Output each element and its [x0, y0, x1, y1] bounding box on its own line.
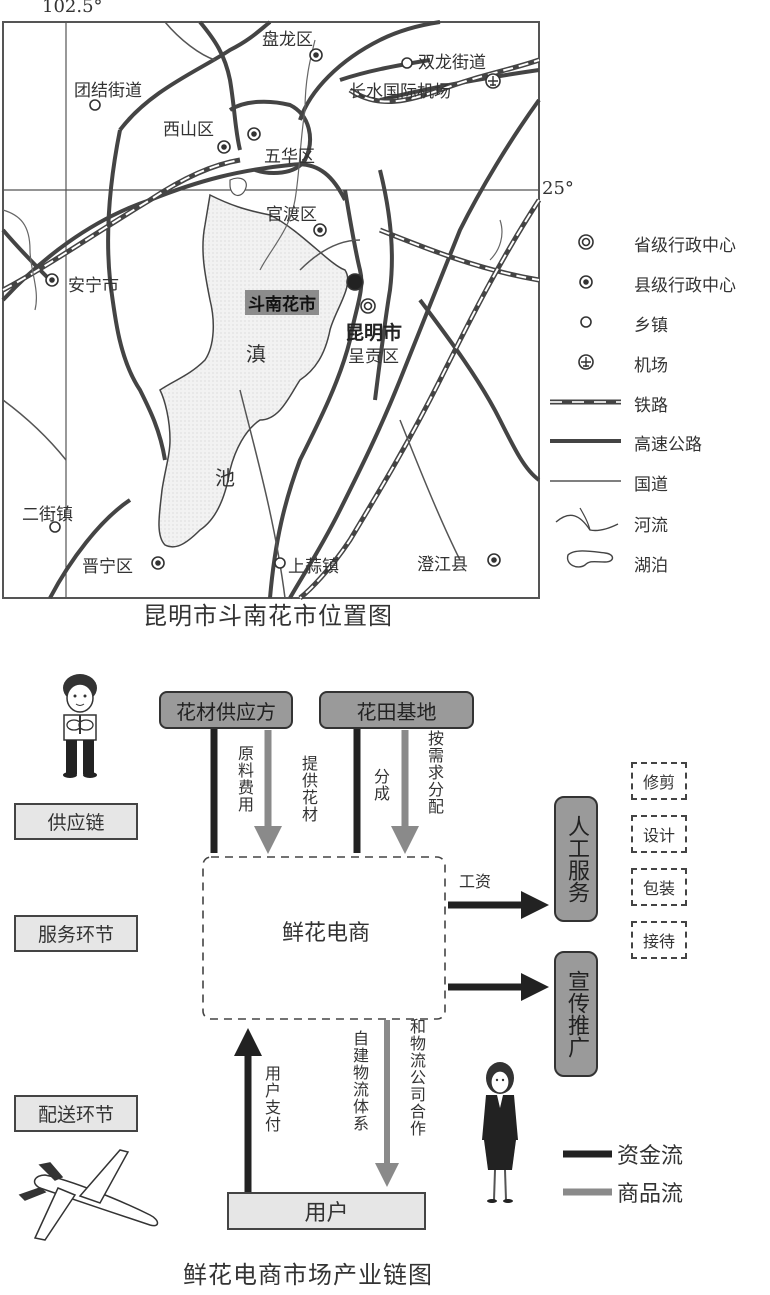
legend-money-flow: 资金流	[617, 1144, 684, 1169]
label-service-stage: 服务环节	[14, 915, 138, 952]
expressways	[1, 20, 541, 599]
national-roads	[2, 21, 461, 599]
place-guandu: 官渡区	[266, 205, 317, 225]
provincial-center-icon	[578, 234, 594, 250]
promotion-box: 宣传推广	[554, 951, 598, 1077]
flow-label-raw-cost: 原料费用	[235, 745, 254, 813]
lake-label-dian: 滇	[246, 342, 266, 366]
legend-label: 河流	[634, 516, 668, 536]
town-icon	[274, 557, 286, 569]
flow-label-self-logistics: 自建物流体系	[350, 1030, 369, 1132]
town-icon	[89, 99, 101, 111]
ecommerce-box-border	[202, 856, 446, 1020]
legend-label: 乡镇	[634, 316, 668, 336]
supplier-person-illustration	[63, 674, 97, 778]
small-lake	[229, 177, 247, 197]
place-wuhua: 五华区	[264, 147, 315, 167]
service-reception: 接待	[631, 921, 687, 959]
county-center-icon	[45, 273, 59, 287]
flow-label-partner-logistics: 和物流公司合作	[407, 1018, 426, 1137]
flow-label-user-payment: 用户支付	[262, 1065, 281, 1133]
airport-icon	[578, 354, 594, 370]
place-tuanjie: 团结街道	[74, 81, 142, 101]
legend-goods-flow: 商品流	[617, 1182, 684, 1207]
flower-supplier-box: 花材供应方	[159, 691, 293, 729]
county-center-icon	[151, 556, 165, 570]
provincial-center-icon	[360, 298, 376, 314]
legend-label: 机场	[634, 356, 668, 376]
map-legend-symbols	[550, 234, 621, 568]
place-panlong: 盘龙区	[262, 30, 313, 50]
place-shuanglong: 双龙街道	[418, 53, 486, 73]
airplane-illustration	[18, 1149, 159, 1241]
town-icon	[49, 521, 61, 533]
place-shangsuan: 上蒜镇	[288, 557, 339, 577]
airport-icon	[485, 73, 501, 89]
place-erjie: 二街镇	[22, 505, 73, 525]
legend-label: 国道	[634, 475, 668, 495]
town-icon	[580, 316, 592, 328]
label-supply-chain: 供应链	[14, 803, 138, 840]
railways	[1, 57, 542, 600]
latitude-label: 25°	[542, 178, 574, 199]
county-center-icon	[313, 223, 327, 237]
customer-person-illustration	[482, 1062, 518, 1203]
county-center-icon	[247, 127, 261, 141]
chain-caption: 鲜花电商市场产业链图	[183, 1261, 433, 1289]
flow-label-provide-flowers: 提供花材	[299, 755, 318, 823]
rivers	[2, 39, 503, 311]
town-icon	[401, 57, 413, 69]
legend-label: 省级行政中心	[634, 236, 736, 256]
flow-label-wage: 工资	[459, 872, 492, 891]
label-delivery-stage: 配送环节	[14, 1095, 138, 1132]
river-icon	[555, 507, 619, 532]
service-design: 设计	[631, 815, 687, 853]
place-dounan-flower-market: 斗南花市	[245, 290, 319, 315]
legend-label: 县级行政中心	[634, 276, 736, 296]
flow-label-on-demand: 按需求分配	[425, 730, 444, 815]
legend-label: 高速公路	[634, 435, 702, 455]
county-center-icon	[579, 275, 593, 289]
flower-farm-box: 花田基地	[319, 691, 474, 729]
legend-label: 湖泊	[634, 556, 668, 576]
map-caption: 昆明市斗南花市位置图	[143, 602, 393, 630]
place-chengjiang: 澄江县	[417, 555, 468, 575]
service-trimming: 修剪	[631, 762, 687, 800]
map-graphic	[1, 20, 621, 600]
county-center-icon	[217, 140, 231, 154]
legend-label: 铁路	[634, 396, 668, 416]
user-box: 用户	[227, 1192, 426, 1230]
ecommerce-box: 鲜花电商	[281, 921, 370, 946]
lake-label-chi: 池	[215, 466, 235, 490]
place-symbols	[45, 48, 501, 570]
county-center-icon	[309, 48, 323, 62]
lake-icon	[566, 550, 614, 568]
service-packaging: 包装	[631, 868, 687, 906]
flow-label-share: 分成	[371, 768, 390, 802]
place-changshui-airport: 长水国际机场	[349, 82, 451, 102]
place-chenggong: 呈贡区	[348, 347, 399, 367]
place-xishan: 西山区	[163, 120, 214, 140]
county-center-icon	[487, 553, 501, 567]
longitude-label: 102.5°	[42, 0, 103, 17]
labor-service-box: 人工服务	[554, 796, 598, 922]
place-jinning: 晋宁区	[82, 557, 133, 577]
place-kunming: 昆明市	[345, 322, 403, 344]
dounan-market-marker	[346, 273, 364, 291]
place-anning: 安宁市	[68, 276, 119, 296]
